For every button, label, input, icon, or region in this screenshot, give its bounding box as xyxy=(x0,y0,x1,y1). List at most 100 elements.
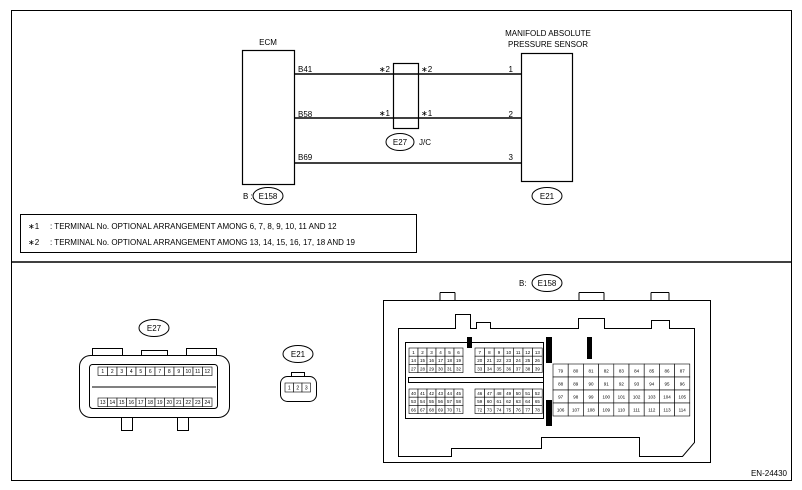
e158-pin-68: 68 xyxy=(429,407,435,412)
e27-pin-14: 14 xyxy=(109,400,115,406)
e158-pin-112: 112 xyxy=(648,407,656,412)
e21-pin-3: 3 xyxy=(305,385,308,391)
sensor-title-line2: PRESSURE SENSOR xyxy=(508,40,588,49)
note-2-mark: ∗2 xyxy=(28,238,40,247)
e158-pin-97: 97 xyxy=(558,394,564,399)
e158-pin-99: 99 xyxy=(588,394,594,399)
e158-cell xyxy=(532,405,543,414)
e27-pin-4: 4 xyxy=(130,369,133,375)
e27-pin-5: 5 xyxy=(139,369,142,375)
ecm-connector-label: E158 xyxy=(259,192,278,201)
e21-label: E21 xyxy=(291,350,306,359)
e158-pin-55: 55 xyxy=(429,399,435,404)
e158-pin-84: 84 xyxy=(634,368,640,373)
e158-pin-80: 80 xyxy=(573,368,579,373)
e27-pin-7: 7 xyxy=(158,369,161,375)
e158-pin-94: 94 xyxy=(649,381,655,386)
ecm-pin-b58: B58 xyxy=(298,110,313,119)
e158-pin-31: 31 xyxy=(447,366,453,371)
e27-pin-24: 24 xyxy=(204,400,210,406)
e158-pin-16: 16 xyxy=(429,358,435,363)
jc-mark-left-top: ∗2 xyxy=(379,65,391,74)
notes-box xyxy=(20,214,417,253)
e158-pin-64: 64 xyxy=(525,399,531,404)
e158-pin-61: 61 xyxy=(496,399,502,404)
ecm-title: ECM xyxy=(259,38,277,47)
e158-pin-32: 32 xyxy=(456,366,462,371)
e158-pin-24: 24 xyxy=(516,358,522,363)
e158-pin-107: 107 xyxy=(572,407,580,412)
e158-pin-96: 96 xyxy=(680,381,686,386)
jc-mark-right-top: ∗2 xyxy=(421,65,433,74)
e158-pin-95: 95 xyxy=(664,381,670,386)
ecm-pin-b41: B41 xyxy=(298,65,313,74)
e158-pin-43: 43 xyxy=(438,391,444,396)
sensor-pin-2: 2 xyxy=(509,110,514,119)
e158-pin-3: 3 xyxy=(430,350,433,355)
e158-pin-90: 90 xyxy=(588,381,594,386)
e158-pin-60: 60 xyxy=(487,399,493,404)
e158-cell xyxy=(532,364,543,373)
e158-pin-40: 40 xyxy=(411,391,417,396)
ecm-connector-prefix: B : xyxy=(243,192,253,201)
e158-pin-5: 5 xyxy=(448,350,451,355)
e158-pin-6: 6 xyxy=(457,350,460,355)
e158-pin-11: 11 xyxy=(516,350,521,355)
e158-pin-63: 63 xyxy=(516,399,522,404)
e27-pin-20: 20 xyxy=(166,400,172,406)
e158-pin-41: 41 xyxy=(420,391,426,396)
e158-pin-1: 1 xyxy=(412,350,415,355)
e158-pin-102: 102 xyxy=(633,394,641,399)
joint-connector-box xyxy=(392,62,420,130)
e158-pin-30: 30 xyxy=(438,366,444,371)
e158-pin-4: 4 xyxy=(439,350,442,355)
e158-cell xyxy=(453,405,464,414)
e158-pin-42: 42 xyxy=(429,391,435,396)
e27-pin-2: 2 xyxy=(111,369,114,375)
jc-mark-left-bottom: ∗1 xyxy=(379,109,391,118)
e158-pin-72: 72 xyxy=(477,407,483,412)
e158-pin-38: 38 xyxy=(525,366,531,371)
e158-pin-39: 39 xyxy=(535,366,541,371)
e158-pin-106: 106 xyxy=(557,407,565,412)
e158-pin-101: 101 xyxy=(618,394,626,399)
sensor-pin-3: 3 xyxy=(509,153,514,162)
e158-prefix: B: xyxy=(519,279,527,288)
e158-pin-65: 65 xyxy=(535,399,541,404)
e158-pin-81: 81 xyxy=(588,368,594,373)
e158-label: E158 xyxy=(538,279,557,288)
e158-pin-7: 7 xyxy=(479,350,482,355)
e27-pin-19: 19 xyxy=(157,400,163,406)
e158-keys xyxy=(467,337,592,426)
e27-pin-9: 9 xyxy=(177,369,180,375)
e158-pin-77: 77 xyxy=(525,407,531,412)
e158-pin-9: 9 xyxy=(498,350,501,355)
sensor-title-line1: MANIFOLD ABSOLUTE xyxy=(505,29,591,38)
e158-pin-48: 48 xyxy=(496,391,502,396)
e21-pin-1: 1 xyxy=(288,385,291,391)
figure-id: EN-24430 xyxy=(751,469,788,478)
e27-pin-13: 13 xyxy=(100,400,106,406)
e158-pin-36: 36 xyxy=(506,366,512,371)
e158-pin-108: 108 xyxy=(587,407,595,412)
e158-pin-103: 103 xyxy=(648,394,656,399)
e158-pin-111: 111 xyxy=(633,407,640,412)
e27-pin-15: 15 xyxy=(119,400,125,406)
e158-pin-22: 22 xyxy=(496,358,502,363)
e27-cell xyxy=(202,366,213,376)
e158-label-oval xyxy=(531,274,563,292)
e158-pin-62: 62 xyxy=(506,399,512,404)
e158-pin-14: 14 xyxy=(411,358,417,363)
e158-pin-73: 73 xyxy=(487,407,493,412)
e158-pin-53: 53 xyxy=(411,399,417,404)
e158-pin-46: 46 xyxy=(477,391,483,396)
e158-pin-23: 23 xyxy=(506,358,512,363)
e158-pin-15: 15 xyxy=(420,358,426,363)
e27-pin-12: 12 xyxy=(204,369,210,375)
sensor-connector-label: E21 xyxy=(540,192,555,201)
e27-pin-18: 18 xyxy=(147,400,153,406)
e158-pin-25: 25 xyxy=(525,358,531,363)
ecm-box xyxy=(241,49,296,186)
e158-pin-93: 93 xyxy=(634,381,640,386)
